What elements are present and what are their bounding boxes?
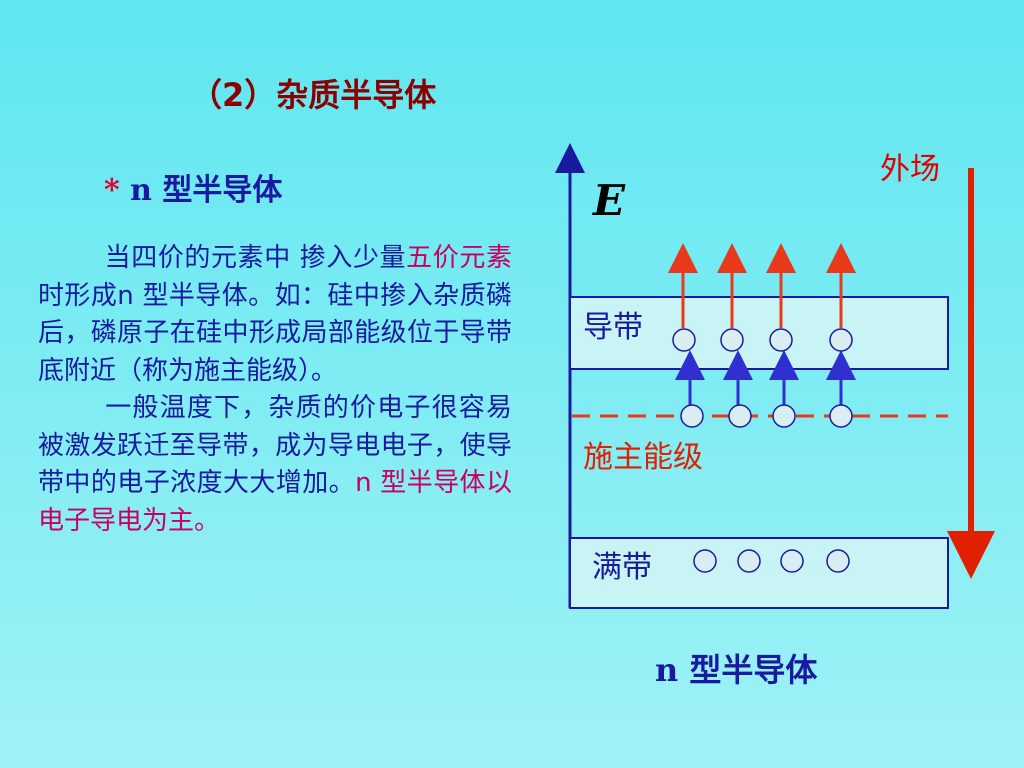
conduction-electron: [769, 328, 793, 352]
paragraph-1-b: 时形成n 型半导体。如：硅中掺入杂质磷后，磷原子在硅中形成局部能级位于导带底附近…: [38, 280, 512, 386]
caption-text: 型半导体: [689, 651, 818, 689]
subheading-star: *: [104, 173, 120, 208]
paragraph-1-a: 当四价的元素中 掺入少量: [104, 243, 407, 273]
paragraph-1: 当四价的元素中 掺入少量五价元素时形成n 型半导体。如：硅中掺入杂质磷后，磷原子…: [38, 240, 512, 390]
valence-band-label: 满带: [592, 550, 652, 585]
valence-electron: [693, 549, 717, 573]
conduction-electron: [829, 328, 853, 352]
valence-electron: [826, 549, 850, 573]
subheading-text: 型半导体: [162, 173, 283, 208]
conduction-band: [569, 296, 949, 370]
conduction-electron: [720, 328, 744, 352]
paragraph-2-a: 一般温度下，杂质的价电子很容易 被激发跃迁至导带，成为导电电子，使导带中的电子浓…: [38, 393, 512, 498]
paragraph-2-highlight: n 型半导体以电子导电为主。: [38, 468, 512, 536]
subheading: * n 型半导体: [104, 165, 282, 209]
caption-n: n: [655, 651, 679, 689]
donor-level-label: 施主能级: [583, 440, 703, 475]
page-title: （2）杂质半导体: [190, 76, 437, 114]
donor-electron: [829, 404, 853, 428]
body-text: 当四价的元素中 掺入少量五价元素时形成n 型半导体。如：硅中掺入杂质磷后，磷原子…: [38, 240, 512, 540]
paragraph-1-highlight: 五价元素: [406, 243, 512, 273]
valence-electron: [737, 549, 761, 573]
valence-electron: [780, 549, 804, 573]
donor-electron: [680, 404, 704, 428]
field-label: 外场: [880, 152, 940, 187]
conduction-electron: [672, 328, 696, 352]
donor-electron: [772, 404, 796, 428]
valence-band: [569, 537, 949, 609]
conduction-band-label: 导带: [583, 310, 643, 345]
energy-axis-label: E: [593, 176, 626, 225]
subheading-n: n: [130, 173, 152, 208]
diagram-caption: n 型半导体: [655, 645, 817, 691]
donor-electron: [728, 404, 752, 428]
paragraph-2: 一般温度下，杂质的价电子很容易 被激发跃迁至导带，成为导电电子，使导带中的电子浓…: [38, 390, 512, 540]
